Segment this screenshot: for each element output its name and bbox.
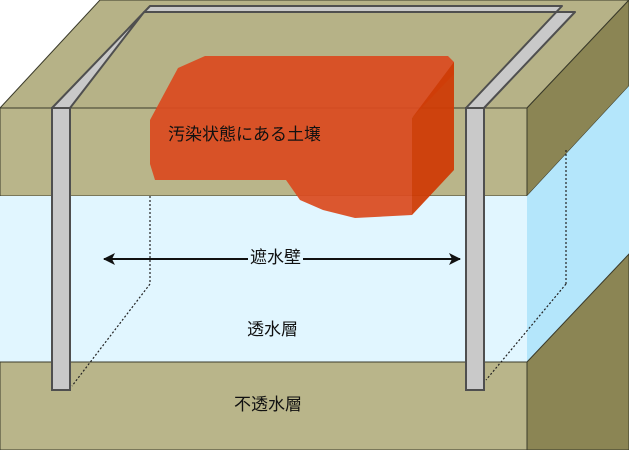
aquitard-layer (0, 361, 528, 451)
barrier-wall-right (465, 107, 485, 391)
aquifer-label: 透水層 (247, 320, 298, 340)
aquitard-label: 不透水層 (234, 395, 302, 415)
contaminated-soil-side (412, 62, 454, 215)
hidden-wall-edge-left-diagonal (71, 283, 151, 387)
contaminated-soil-label: 汚染状態にある土壌 (168, 125, 321, 145)
hidden-wall-edge-right-diagonal (485, 283, 567, 381)
barrier-wall-label: 遮水壁 (248, 248, 303, 268)
barrier-wall-left (51, 107, 71, 391)
aquitard-side (526, 253, 629, 451)
top-soil-side (526, 0, 629, 198)
contaminated-soil-body (150, 56, 454, 218)
aquifer-layer (0, 196, 527, 362)
aquifer-side (527, 86, 629, 362)
